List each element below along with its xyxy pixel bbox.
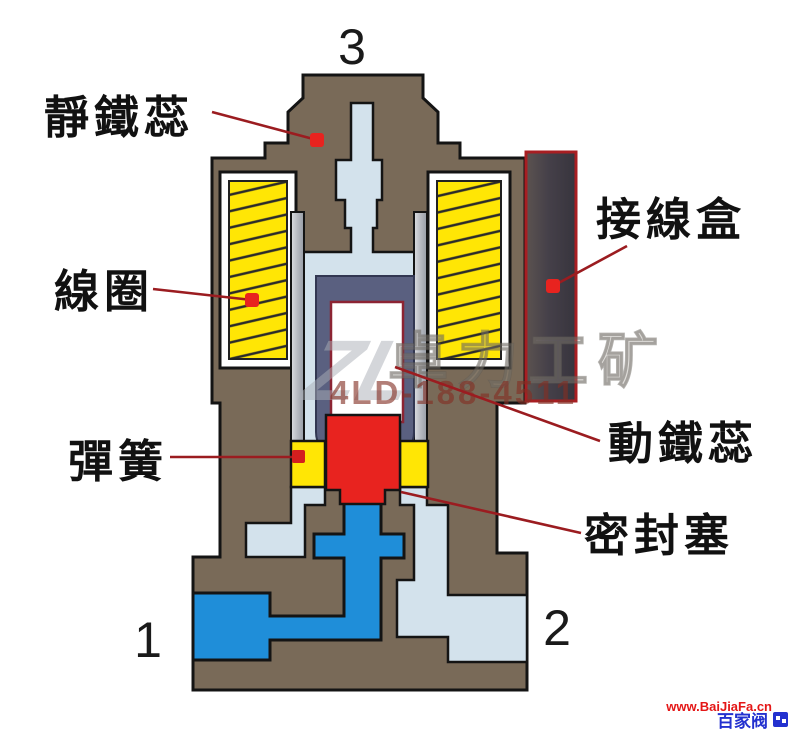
seal-plug (324, 413, 402, 506)
fluid-path-port1 (191, 496, 406, 662)
watermark-center: ZL 卓力工矿 4LD-188-4511 (292, 322, 668, 418)
label-port-2: 2 (543, 600, 571, 656)
label-spring: 彈簧 (68, 436, 168, 487)
watermark-site-url: www.BaiJiaFa.cn (665, 699, 772, 714)
pointer-dot (546, 279, 560, 293)
watermark-code: 4LD-188-4511 (330, 374, 577, 411)
spring-left (289, 439, 327, 489)
pointer-markers (245, 133, 560, 463)
pointer-dot (292, 450, 305, 463)
label-port-1: 1 (134, 612, 162, 668)
watermark-site-icon-dot (782, 719, 786, 723)
label-seal-plug: 密封塞 (584, 510, 734, 561)
junction-box (524, 150, 578, 403)
channel-right-port2 (395, 485, 529, 664)
label-static-core: 靜鐵蕊 (44, 92, 194, 143)
label-junction-box: 接線盒 (596, 194, 746, 245)
watermark-site-name: 百家阀 (717, 711, 768, 730)
watermark-corner: www.BaiJiaFa.cn 百家阀 (665, 699, 788, 730)
spring-right (398, 439, 430, 489)
leader-moving-core (394, 365, 601, 443)
label-moving-core: 動鐵蕊 (608, 418, 758, 469)
leader-junction-box (552, 244, 628, 288)
leader-seal-plug (400, 490, 582, 535)
label-coil: 線圈 (54, 266, 154, 317)
label-port-3: 3 (338, 19, 366, 75)
pointer-dot (245, 293, 259, 307)
watermark-site-icon-dot (776, 716, 780, 720)
watermark-brand: 卓力工矿 (388, 328, 668, 395)
leader-coil (152, 287, 253, 302)
coil-right (436, 180, 502, 360)
channel-left (244, 485, 327, 559)
leader-static-core (211, 110, 318, 142)
coil-left (228, 180, 288, 360)
pointer-dot (310, 133, 324, 147)
watermark-site-icon (773, 712, 788, 727)
annotation-lines (152, 110, 628, 535)
